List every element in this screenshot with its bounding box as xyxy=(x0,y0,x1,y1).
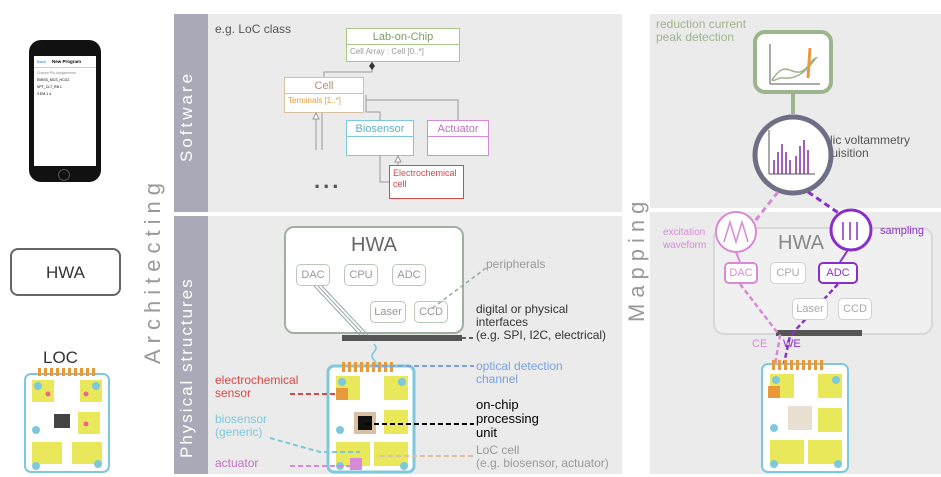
ce-label: CE xyxy=(752,338,768,350)
biosensor-line-2: (generic) xyxy=(215,425,263,439)
software-example-label: e.g. LoC class xyxy=(215,22,292,36)
cyclic-line-1: cyclic voltammetry xyxy=(812,133,911,147)
ccd-block: CCD xyxy=(414,301,448,323)
loc-cell-line-2: (e.g. biosensor, actuator) xyxy=(476,456,609,470)
we-label: WE xyxy=(783,338,801,350)
reduction-line-2: peak detection xyxy=(656,30,735,44)
loc-chip-right xyxy=(761,360,849,473)
hwa-left-label: HWA xyxy=(45,263,86,282)
mapping-ccd-label: CCD xyxy=(843,303,867,315)
phone-screen-title: New Program xyxy=(52,59,82,64)
mapping-adc-label: ADC xyxy=(826,267,850,279)
onchip-line-3: unit xyxy=(476,425,497,440)
mapping-cpu-label: CPU xyxy=(776,267,800,279)
onchip-line-2: processing xyxy=(476,411,539,426)
biosensor-class: Biosensor xyxy=(346,120,414,156)
ec-sensor-line-2: sensor xyxy=(215,386,252,400)
cell-title: Cell xyxy=(314,80,334,92)
ec-sensor-line-1: electrochemical xyxy=(215,373,299,387)
reduction-line-1: reduction current xyxy=(656,17,747,31)
sampling-label: sampling xyxy=(880,225,925,237)
loc-chip-left xyxy=(24,368,110,473)
lab-on-chip-title: Lab-on-Chip xyxy=(372,31,434,43)
biosensor-line-1: biosensor xyxy=(215,412,268,426)
adc-block: ADC xyxy=(392,264,426,286)
mapping-hwa-title: HWA xyxy=(778,232,824,254)
laser-label: Laser xyxy=(374,306,402,318)
dac-block: DAC xyxy=(296,264,330,286)
cpu-label: CPU xyxy=(349,269,373,281)
dac-label: DAC xyxy=(301,269,325,281)
phone-screen: Back New Program Custom Pin Assignments … xyxy=(34,56,96,166)
phone-home-button[interactable] xyxy=(58,169,70,181)
mapping-laser-label: Laser xyxy=(796,303,824,315)
biosensor-title: Biosensor xyxy=(355,123,405,135)
optical-line-2: channel xyxy=(476,372,519,386)
loc-chip-center xyxy=(326,362,416,474)
actuator-class: Actuator xyxy=(427,120,489,156)
cell-class: Cell Terminals [1..*] xyxy=(284,77,364,113)
phone-section-label: Custom Pin Assignments xyxy=(37,71,76,75)
excitation-line-2: waveform xyxy=(663,240,707,251)
mapping-dac-label: DAC xyxy=(729,267,753,279)
phone-back-link[interactable]: Back xyxy=(37,59,46,64)
interfaces-line-1: digital or physical xyxy=(476,302,569,316)
electrochemical-class: Electrochemical cell xyxy=(389,165,464,199)
ellipsis-label: ... xyxy=(314,168,342,193)
phone-row[interactable]: 3 EM-1 4 xyxy=(37,92,52,96)
ccd-label: CCD xyxy=(419,306,443,318)
adc-label: ADC xyxy=(397,269,421,281)
cell-attr: Terminals [1..*] xyxy=(288,96,341,105)
hwa-center-title: HWA xyxy=(351,234,397,256)
mapping-laser-block: Laser xyxy=(792,298,828,320)
mapping-adc-block: ADC xyxy=(818,262,858,284)
peripherals-label: peripherals xyxy=(486,257,546,271)
interfaces-line-2: interfaces xyxy=(476,315,529,329)
mapping-cpu-block: CPU xyxy=(770,262,806,284)
mapping-ccd-block: CCD xyxy=(838,298,872,320)
actuator-title: Actuator xyxy=(437,123,479,135)
lab-on-chip-class: Lab-on-Chip Cell Array : Cell [0..*] xyxy=(346,28,460,62)
lab-on-chip-attr: Cell Array : Cell [0..*] xyxy=(350,47,424,56)
cpu-block: CPU xyxy=(344,264,378,286)
interfaces-line-3: (e.g. SPI, I2C, electrical) xyxy=(476,328,607,342)
laser-block: Laser xyxy=(370,301,406,323)
excitation-line-1: excitation xyxy=(663,227,706,238)
loc-cell-line-1: LoC cell xyxy=(476,443,520,457)
electrochemical-title: Electrochemical cell xyxy=(393,168,457,189)
onchip-line-1: on-chip xyxy=(476,397,519,412)
loc-left-label: LOC xyxy=(43,348,78,367)
phone-row[interactable]: EMISS_MCS_HCG2 xyxy=(37,78,70,82)
hwa-left-box: HWA xyxy=(10,248,121,296)
optical-line-1: optical detection xyxy=(476,359,563,373)
mapping-dac-block: DAC xyxy=(724,262,758,284)
actuator-label: actuator xyxy=(215,456,259,470)
phone-row[interactable]: SPT_CLT_RB 1 xyxy=(37,85,62,89)
phone-device: Back New Program Custom Pin Assignments … xyxy=(29,40,101,182)
